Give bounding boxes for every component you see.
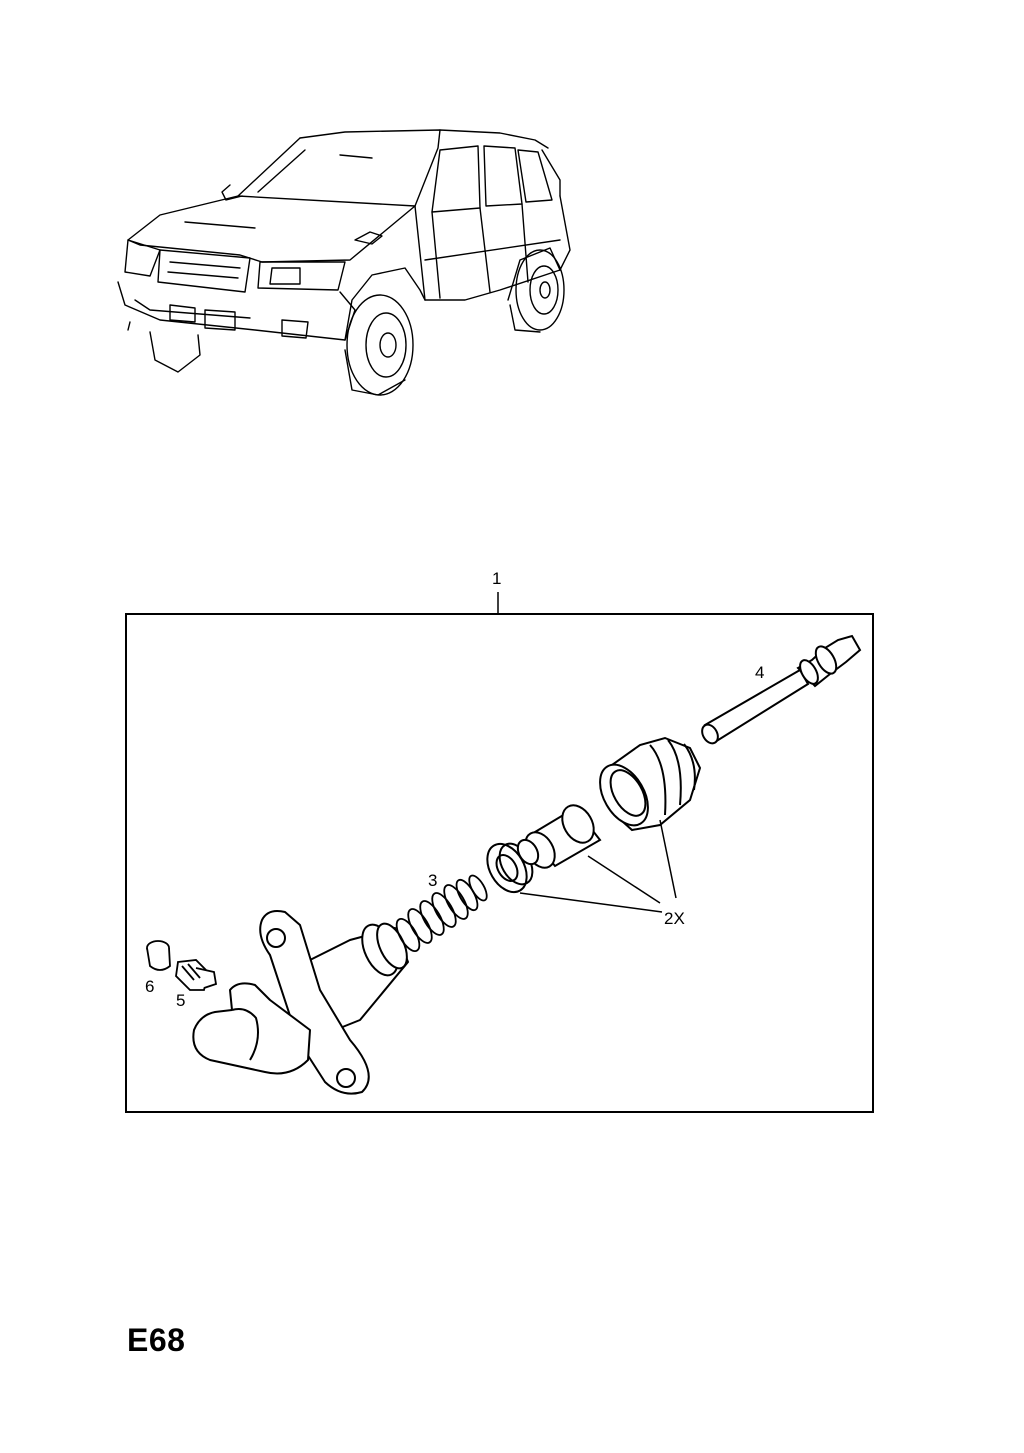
piston-part bbox=[516, 804, 602, 869]
callout-5: 5 bbox=[176, 991, 185, 1010]
bleed-screw-part bbox=[175, 959, 218, 991]
dust-cap-part bbox=[146, 940, 171, 971]
spring-part bbox=[395, 874, 488, 952]
dust-boot-part bbox=[599, 736, 702, 832]
callout-2x: 2X bbox=[664, 909, 685, 928]
push-rod-part bbox=[701, 634, 862, 745]
vehicle-illustration bbox=[117, 129, 571, 396]
leader-lines bbox=[519, 819, 677, 913]
cylinder-body-part bbox=[192, 910, 409, 1095]
page-code: E68 bbox=[127, 1322, 186, 1358]
callout-1: 1 bbox=[492, 569, 501, 588]
callout-6: 6 bbox=[145, 977, 154, 996]
callout-3: 3 bbox=[428, 871, 437, 890]
callout-4: 4 bbox=[755, 663, 764, 682]
parts-frame bbox=[125, 613, 874, 1113]
